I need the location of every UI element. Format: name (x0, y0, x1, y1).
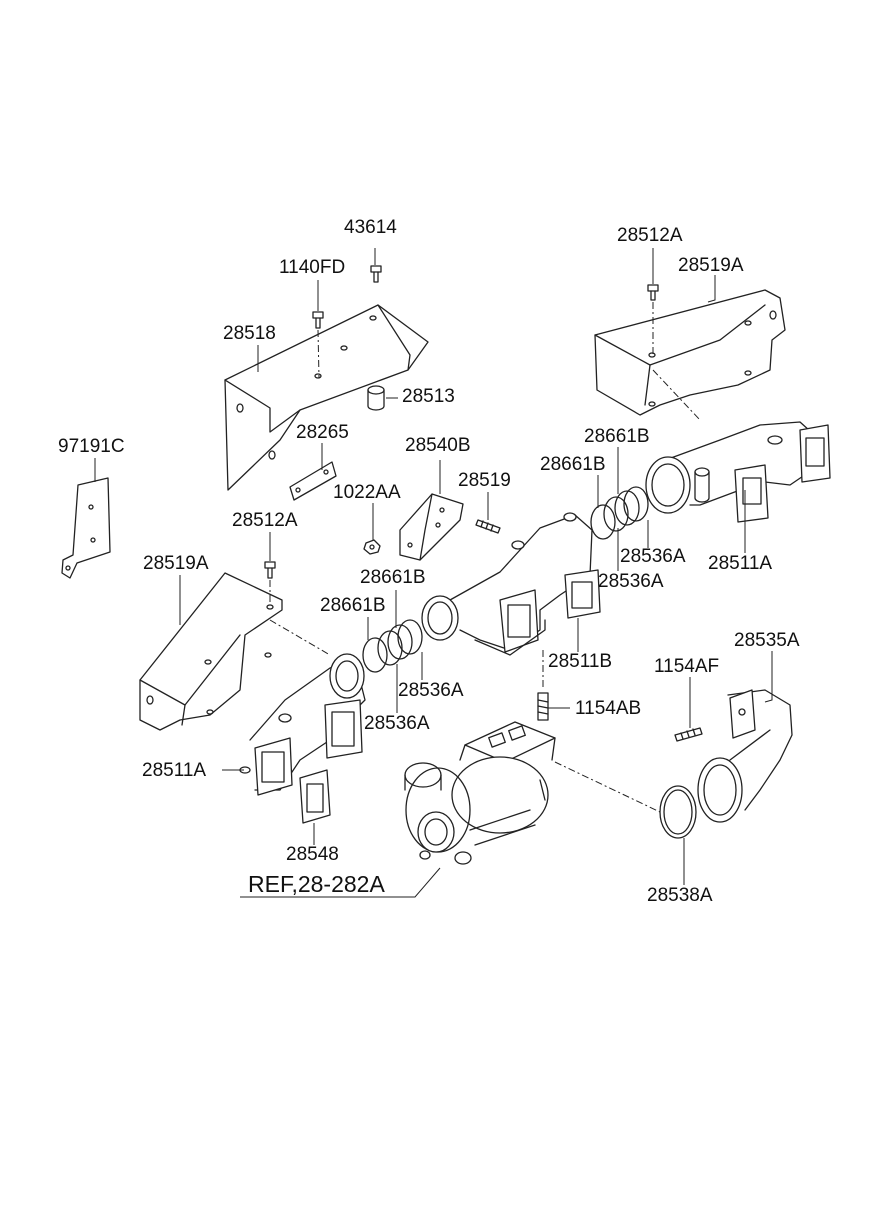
reference-label: REF,28-282A (248, 871, 385, 897)
callout-28513: 28513 (402, 386, 455, 407)
bracket-28540b (399, 493, 464, 561)
callout-leaders (94, 248, 773, 898)
callout-43614: 43614 (344, 217, 397, 238)
callout-28511a-left: 28511A (142, 760, 207, 781)
plate-28265 (289, 461, 337, 501)
callout-28512a-top: 28512A (617, 225, 683, 246)
clamp-28538a (554, 761, 697, 839)
callout-28536a-left-1: 28536A (398, 680, 464, 701)
exhaust-manifold-28511a-left (239, 653, 366, 796)
bolt-43614 (370, 265, 382, 283)
callout-28536a-right-1: 28536A (620, 546, 686, 567)
nut-1022aa (363, 539, 381, 555)
callout-97191c: 97191C (58, 436, 125, 457)
callout-1022aa: 1022AA (333, 482, 401, 503)
callout-28661b-left-1: 28661B (360, 567, 426, 588)
elbow-pipe-28535a (697, 689, 793, 823)
heat-shield-plate-97191c (61, 477, 111, 579)
bracket-28518 (224, 304, 429, 491)
callout-28661b-right-1: 28661B (584, 426, 650, 447)
turbocharger-ref (404, 721, 556, 865)
bolt-28512a-top (647, 284, 659, 355)
bolt-1140fd (312, 311, 324, 379)
gasket-28548 (299, 769, 331, 824)
callout-28265: 28265 (296, 422, 349, 443)
bolt-28512a-left (264, 561, 276, 605)
callout-28511a-right: 28511A (708, 553, 773, 574)
stud-1154ab (537, 692, 549, 721)
callout-28538a: 28538A (647, 885, 713, 906)
callout-1140fd: 1140FD (279, 257, 346, 278)
spacer-28513 (367, 385, 385, 411)
callout-28518: 28518 (223, 323, 276, 344)
callout-28661b-right-2: 28661B (540, 454, 606, 475)
heat-shield-28519a-left (139, 572, 331, 731)
heat-shield-28519a-top (594, 289, 786, 421)
callout-1154ab: 1154AB (575, 698, 642, 719)
callout-28511b: 28511B (548, 651, 613, 672)
callout-28519a-top: 28519A (678, 255, 744, 276)
seal-rings-left (362, 619, 423, 673)
callout-28540b: 28540B (405, 435, 471, 456)
callout-28519a-left: 28519A (143, 553, 209, 574)
callout-28536a-left-2: 28536A (364, 713, 430, 734)
exhaust-manifold-28511a-right (645, 421, 831, 523)
callout-28512a-left: 28512A (232, 510, 298, 531)
callout-28548: 28548 (286, 844, 339, 865)
exhaust-manifold-28511b (421, 512, 601, 690)
stud-1154af (674, 727, 703, 742)
callout-28519: 28519 (458, 470, 511, 491)
callout-28536a-right-2: 28536A (598, 571, 664, 592)
callout-28661b-left-2: 28661B (320, 595, 386, 616)
callout-28535a: 28535A (734, 630, 800, 651)
callout-1154af: 1154AF (654, 656, 720, 677)
stud-28519 (475, 519, 501, 534)
seal-rings-right (590, 486, 649, 540)
